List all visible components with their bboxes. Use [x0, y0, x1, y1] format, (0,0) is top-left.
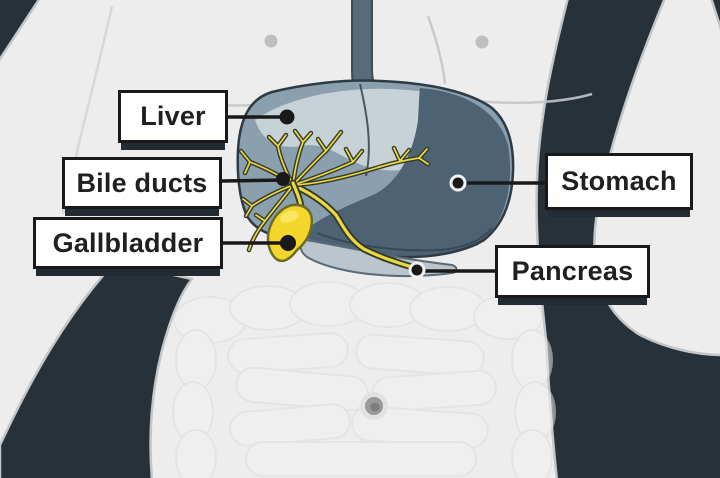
gallbladder-dot: [280, 235, 296, 251]
label-liver-text: Liver: [140, 101, 206, 131]
background-top-left: [0, 0, 41, 62]
background-left-wedge: [0, 260, 195, 478]
intestines: [172, 281, 556, 478]
label-liver: Liver: [118, 90, 228, 143]
label-bile-ducts: Bile ducts: [62, 157, 222, 209]
stomach-shape: [300, 88, 511, 257]
bile-ducts-tree: [238, 128, 431, 253]
gallbladder-shape: [266, 203, 314, 263]
falciform-line: [359, 83, 370, 177]
bile-ducts-leader-line: [221, 178, 284, 183]
stomach-lower-outline: [316, 227, 493, 252]
pancreas-dot: [408, 261, 426, 279]
label-gallbladder: Gallbladder: [33, 217, 223, 269]
label-stomach: Stomach: [545, 153, 693, 210]
left-nipple: [264, 34, 278, 48]
right-chest-seam: [426, 15, 447, 85]
leader-lines: [221, 109, 545, 279]
stomach-dot: [449, 174, 467, 192]
bile-ducts-dot: [276, 172, 290, 186]
liver-dot: [279, 109, 295, 125]
common-bile-duct: [286, 180, 416, 271]
background-top-right: [710, 0, 720, 30]
label-pancreas: Pancreas: [495, 245, 650, 298]
label-pancreas-text: Pancreas: [511, 256, 634, 286]
label-bile-ducts-text: Bile ducts: [76, 167, 208, 198]
navel: [360, 392, 388, 420]
label-gallbladder-text: Gallbladder: [52, 227, 204, 258]
label-stomach-text: Stomach: [561, 166, 677, 196]
right-nipple: [475, 35, 489, 49]
